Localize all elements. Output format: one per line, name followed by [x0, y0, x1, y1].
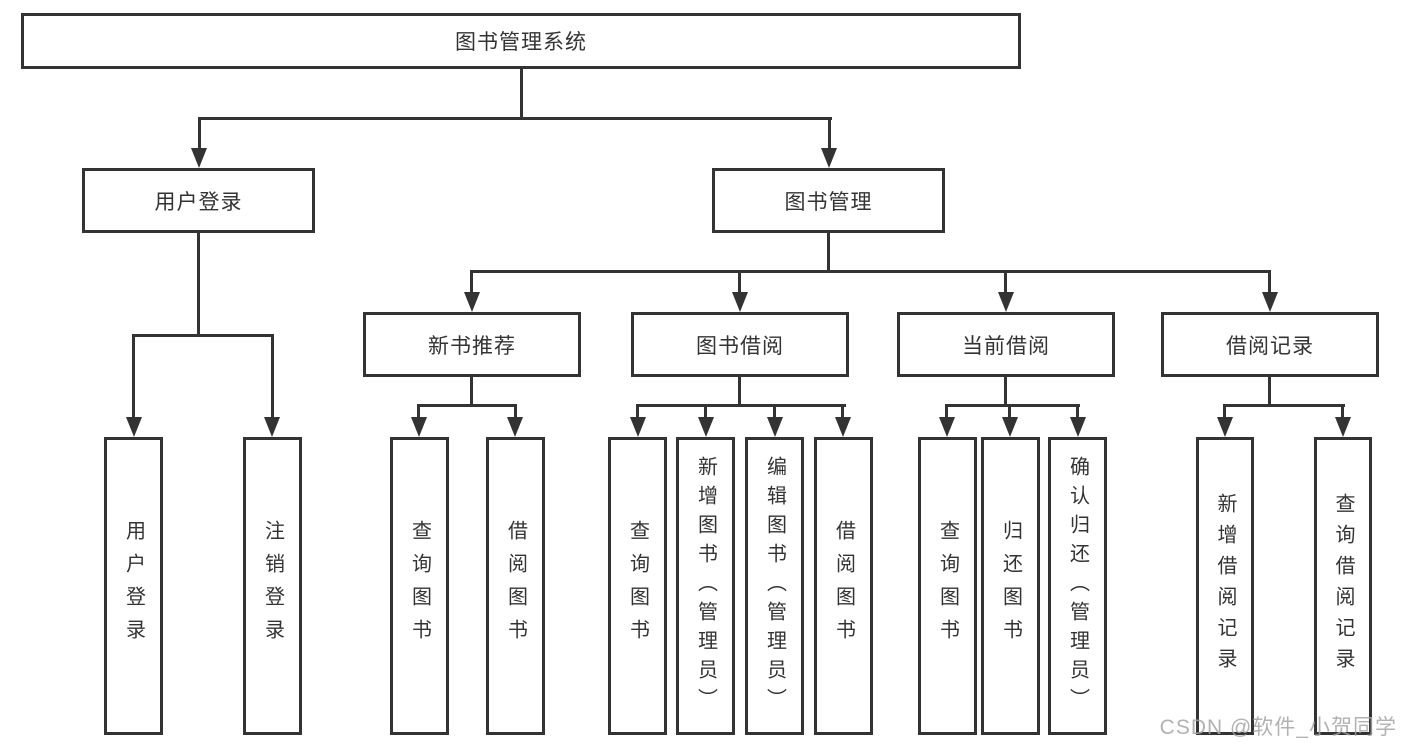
arrow-down-icon [835, 417, 851, 437]
arrow-down-icon [732, 292, 748, 312]
connector-records-stem [1268, 377, 1271, 407]
arrow-down-icon [1217, 417, 1233, 437]
connector-borrow-drop-2 [704, 404, 707, 419]
connector-root-drop-left [198, 117, 201, 150]
leaf-user-login: 用户登录 [104, 437, 163, 735]
connector-userlogin-bar [132, 334, 274, 337]
connector-bookmgmt-drop-3 [1004, 270, 1007, 294]
arrow-down-icon [1002, 417, 1018, 437]
arrow-down-icon [698, 417, 714, 437]
connector-borrow-stem [738, 377, 741, 407]
connector-records-drop-1 [1223, 404, 1226, 419]
connector-root-stem [520, 67, 523, 119]
connector-recommend-bar [417, 404, 517, 407]
arrow-down-icon [507, 417, 523, 437]
arrow-down-icon [1335, 417, 1351, 437]
leaf-confirm-return-admin: 确认归还（管理员） [1048, 437, 1107, 735]
connector-records-bar [1223, 404, 1345, 407]
node-book-borrow: 图书借阅 [631, 312, 849, 377]
node-borrow-records: 借阅记录 [1161, 312, 1379, 377]
connector-root-bar [198, 117, 832, 120]
arrow-down-icon [821, 148, 837, 168]
watermark: CSDN @软件_小贺同学 [1159, 716, 1397, 739]
leaf-query-borrow-record: 查询借阅记录 [1314, 437, 1372, 735]
connector-bookmgmt-bar [470, 270, 1271, 273]
node-current-borrow: 当前借阅 [897, 312, 1115, 377]
leaf-borrow-books-recommend: 借阅图书 [486, 437, 545, 735]
connector-recommend-drop-1 [417, 404, 420, 419]
connector-current-bar [945, 404, 1080, 407]
connector-borrow-drop-1 [636, 404, 639, 419]
arrow-down-icon [191, 148, 207, 168]
arrow-down-icon [1262, 292, 1278, 312]
connector-root-drop-right [828, 117, 831, 150]
arrow-down-icon [464, 292, 480, 312]
connector-bookmgmt-drop-4 [1268, 270, 1271, 294]
connector-userlogin-drop-1 [132, 334, 135, 419]
arrow-down-icon [630, 417, 646, 437]
connector-current-drop-1 [945, 404, 948, 419]
connector-bookmgmt-drop-2 [738, 270, 741, 294]
arrow-down-icon [411, 417, 427, 437]
leaf-add-books-admin: 新增图书（管理员） [676, 437, 735, 735]
leaf-query-books-borrow: 查询图书 [608, 437, 667, 735]
arrow-down-icon [1070, 417, 1086, 437]
connector-current-stem [1004, 377, 1007, 407]
node-user-login: 用户登录 [82, 168, 315, 233]
arrow-down-icon [998, 292, 1014, 312]
connector-borrow-bar [636, 404, 846, 407]
leaf-borrow-books: 借阅图书 [814, 437, 873, 735]
leaf-add-borrow-record: 新增借阅记录 [1196, 437, 1254, 735]
connector-records-drop-2 [1341, 404, 1344, 419]
connector-userlogin-drop-2 [271, 334, 274, 419]
leaf-query-books-current: 查询图书 [918, 437, 977, 735]
connector-recommend-stem [470, 377, 473, 407]
connector-userlogin-stem [197, 233, 200, 337]
connector-borrow-drop-3 [773, 404, 776, 419]
connector-current-drop-3 [1076, 404, 1079, 419]
connector-recommend-drop-2 [514, 404, 517, 419]
node-new-book-recommend: 新书推荐 [363, 312, 581, 377]
node-book-management: 图书管理 [712, 168, 945, 233]
connector-borrow-drop-4 [841, 404, 844, 419]
arrow-down-icon [767, 417, 783, 437]
connector-current-drop-2 [1008, 404, 1011, 419]
node-root: 图书管理系统 [21, 13, 1021, 69]
leaf-edit-books-admin: 编辑图书（管理员） [745, 437, 804, 735]
arrow-down-icon [939, 417, 955, 437]
connector-bookmgmt-stem [827, 233, 830, 273]
arrow-down-icon [126, 417, 142, 437]
leaf-return-books: 归还图书 [981, 437, 1040, 735]
leaf-query-books-recommend: 查询图书 [390, 437, 449, 735]
arrow-down-icon [264, 417, 280, 437]
connector-bookmgmt-drop-1 [470, 270, 473, 294]
leaf-logout: 注销登录 [243, 437, 302, 735]
